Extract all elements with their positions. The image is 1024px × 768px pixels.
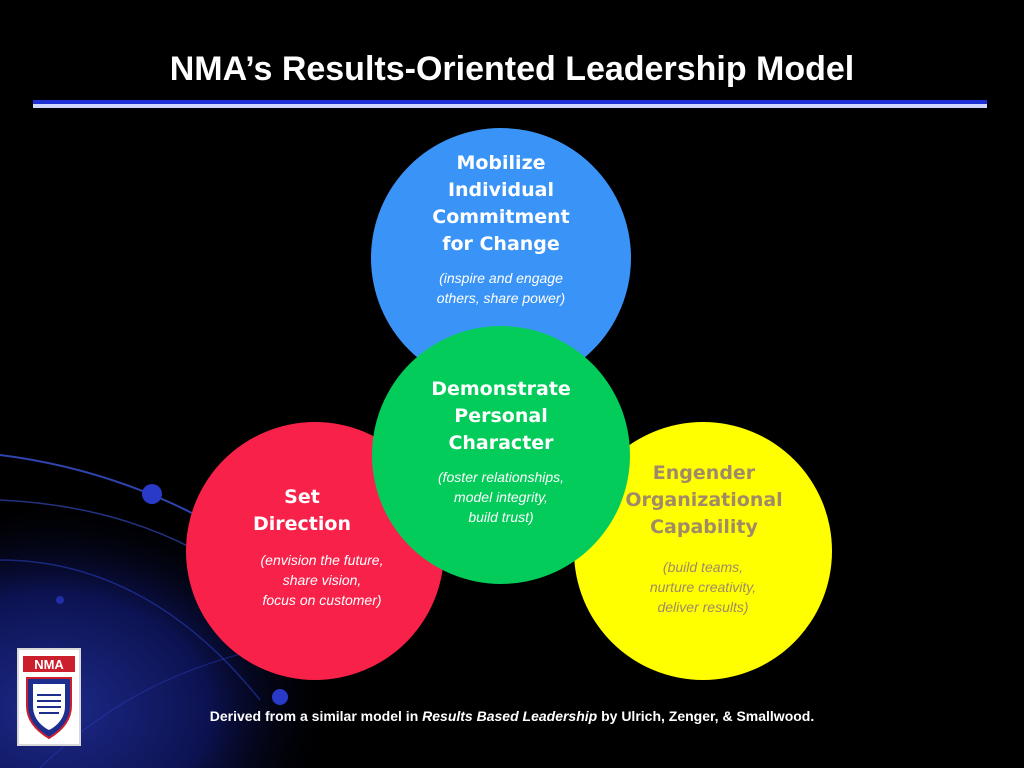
source-citation: Derived from a similar model in Results … [100,708,924,724]
engender-subtext: (build teams, nurture creativity, delive… [649,559,757,615]
mobilize-commitment-circle: Mobilize Individual Commitment for Chang… [371,128,631,388]
svg-text:NMA: NMA [34,657,64,672]
mobilize-heading: Mobilize Individual Commitment for Chang… [432,152,570,255]
citation-book-title: Results Based Leadership [422,708,598,724]
set-direction-heading: Set Direction [253,486,351,535]
citation-prefix: Derived from a similar model in [209,708,423,724]
mobilize-subtext: (inspire and engage others, share power) [436,270,566,306]
set-direction-subtext: (envision the future, share vision, focu… [260,552,384,608]
demonstrate-heading: Demonstrate Personal Character [431,378,571,454]
demonstrate-subtext: (foster relationships, model integrity, … [437,469,565,525]
citation-suffix: by Ulrich, Zenger, & Smallwood. [597,708,815,724]
demonstrate-character-circle: Demonstrate Personal Character (foster r… [372,326,630,584]
page-title: NMA’s Results-Oriented Leadership Model [169,50,855,88]
engender-heading: Engender Organizational Capability [625,462,783,538]
nma-shield-logo-icon: NMA [17,648,81,746]
title-underline [33,100,987,104]
